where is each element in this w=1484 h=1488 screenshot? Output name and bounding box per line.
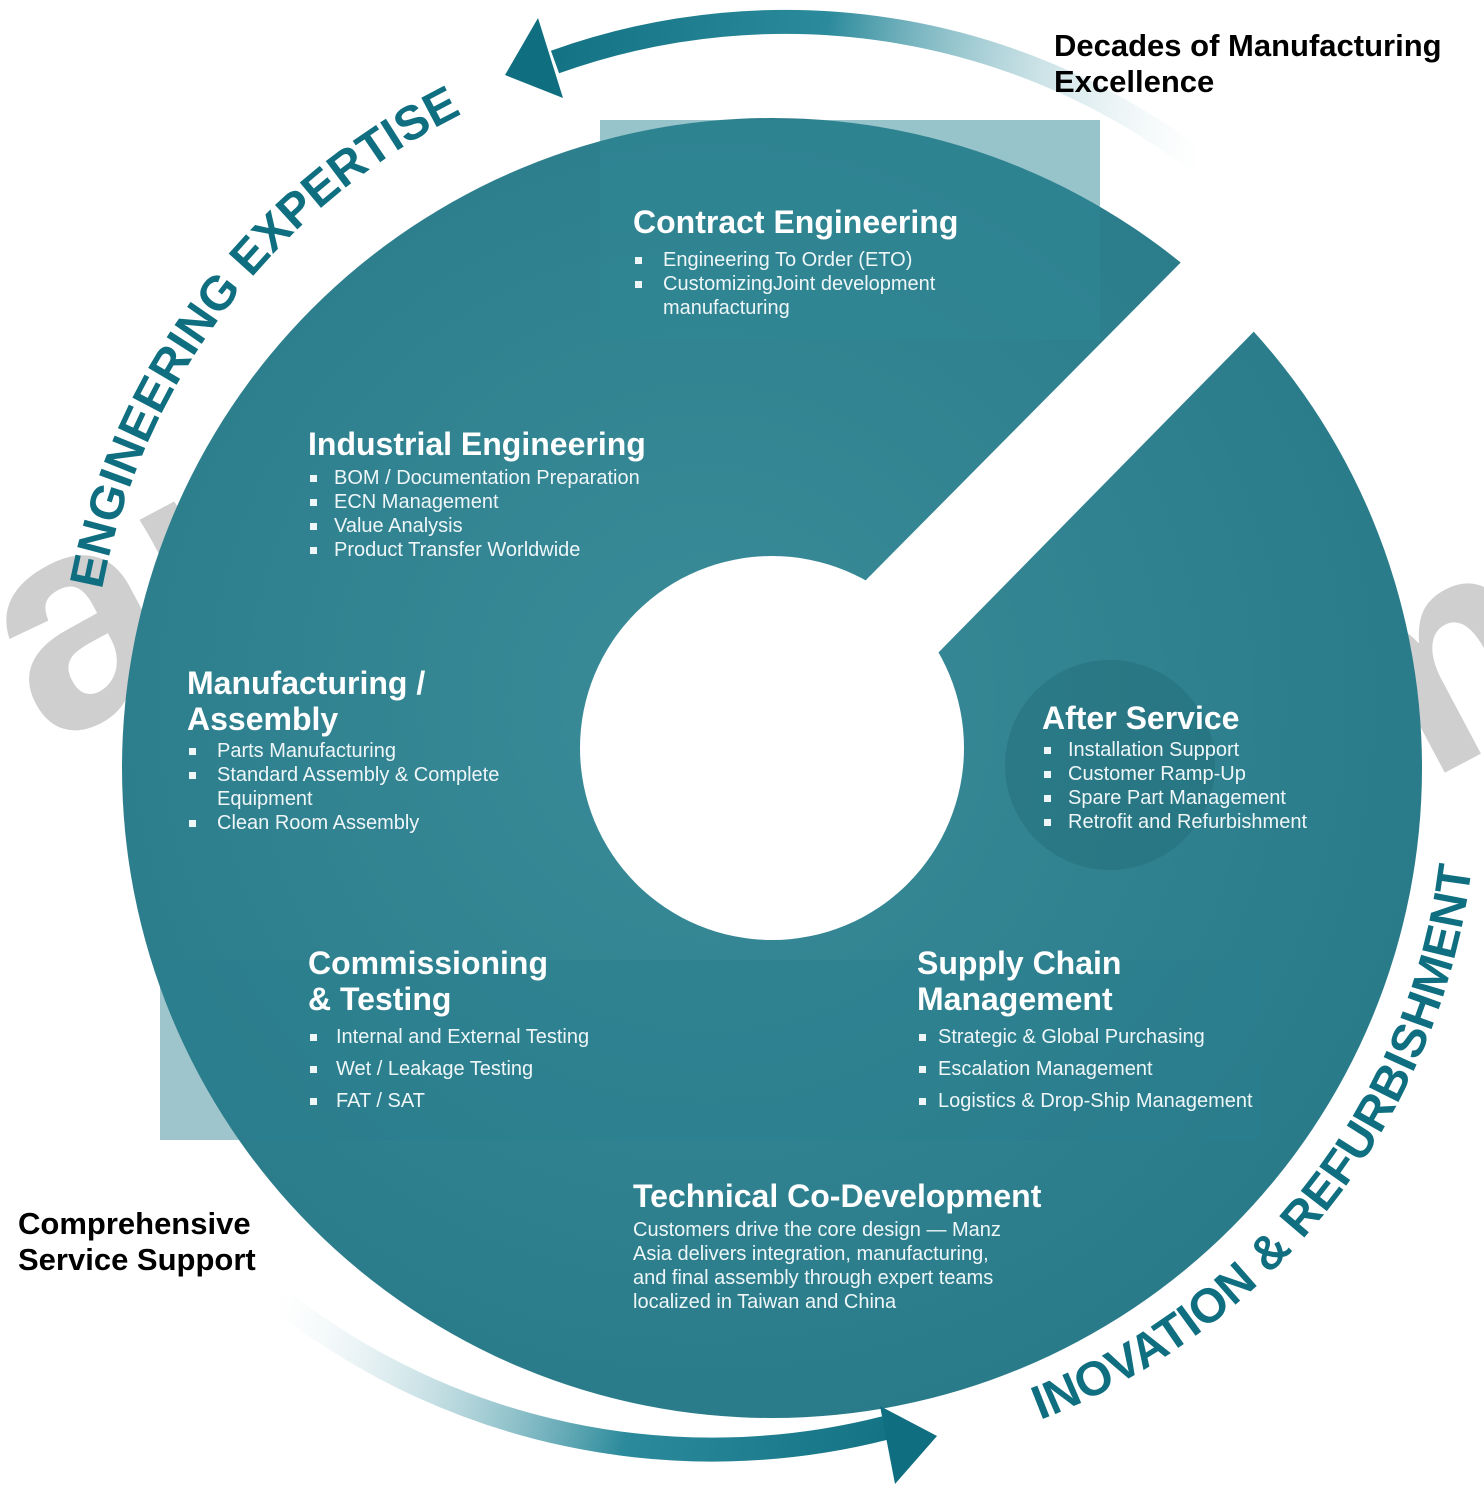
section-supply-chain: Supply Chain Management Strategic & Glob… [917, 945, 1253, 1121]
section-title-line-1: Manufacturing / [187, 665, 426, 701]
section-list: Installation Support Customer Ramp-Up Sp… [1042, 738, 1307, 834]
section-title: Industrial Engineering [308, 426, 646, 462]
arrow-bottom-arc [272, 1290, 888, 1462]
disc-gap [864, 238, 1275, 655]
section-list: Parts Manufacturing Standard Assembly & … [187, 739, 499, 835]
list-item: CustomizingJoint development [633, 272, 958, 296]
section-manufacturing-assembly: Manufacturing / Assembly Parts Manufactu… [187, 665, 499, 835]
list-item: Internal and External Testing [308, 1025, 589, 1049]
list-item: FAT / SAT [308, 1089, 589, 1113]
section-description-line-3: and final assembly through expert teams [633, 1267, 994, 1289]
list-item: Parts Manufacturing [187, 739, 499, 763]
section-list: Engineering To Order (ETO) CustomizingJo… [633, 248, 958, 320]
corner-top-line-2: Excellence [1054, 64, 1215, 99]
list-item: Escalation Management [917, 1057, 1253, 1081]
section-description-line-4: localized in Taiwan and China [633, 1291, 897, 1313]
list-item-continued: Equipment [217, 788, 313, 810]
section-list: BOM / Documentation Preparation ECN Mana… [308, 466, 646, 562]
section-title: Technical Co-Development [633, 1178, 1042, 1214]
photo-overlay-band [160, 960, 1260, 1140]
photo-overlay-top [600, 120, 1100, 340]
section-title: After Service [1042, 700, 1240, 736]
section-industrial-engineering: Industrial Engineering BOM / Documentati… [308, 426, 646, 562]
section-commissioning-testing: Commissioning & Testing Internal and Ext… [308, 945, 589, 1121]
corner-label-top-right: Decades of Manufacturing Excellence [1054, 28, 1442, 100]
section-contract-engineering: Contract Engineering Engineering To Orde… [633, 204, 958, 320]
list-item: Retrofit and Refurbishment [1042, 810, 1307, 834]
section-list: Internal and External Testing Wet / Leak… [308, 1025, 589, 1113]
corner-top-line-1: Decades of Manufacturing [1054, 28, 1442, 63]
list-item: Installation Support [1042, 738, 1307, 762]
list-item: BOM / Documentation Preparation [308, 466, 646, 490]
list-item: Product Transfer Worldwide [308, 538, 646, 562]
list-item: Value Analysis [308, 514, 646, 538]
list-item-continued: manufacturing [663, 297, 790, 319]
list-item: ECN Management [308, 490, 646, 514]
list-item: Spare Part Management [1042, 786, 1307, 810]
arrow-bottom-right-icon [880, 1406, 937, 1484]
corner-bottom-line-2: Service Support [18, 1242, 256, 1277]
list-item: Logistics & Drop-Ship Management [917, 1089, 1253, 1113]
corner-label-bottom-left: Comprehensive Service Support [18, 1206, 256, 1278]
list-item: Clean Room Assembly [187, 811, 499, 835]
section-title-line-1: Commissioning [308, 945, 549, 981]
section-technical-co-development: Technical Co-Development Customers drive… [633, 1178, 1041, 1314]
photo-shadow [1005, 660, 1215, 870]
list-item: Wet / Leakage Testing [308, 1057, 589, 1081]
section-after-service: After Service Installation Support Custo… [1042, 700, 1307, 834]
list-item: Strategic & Global Purchasing [917, 1025, 1253, 1049]
arrow-top-left-icon [505, 18, 563, 98]
center-hole [580, 556, 964, 940]
list-item: Standard Assembly & Complete [187, 763, 499, 787]
corner-bottom-line-1: Comprehensive [18, 1206, 251, 1241]
section-title-line-2: Assembly [187, 701, 339, 737]
arrow-top-arc [550, 9, 1223, 185]
list-item: Engineering To Order (ETO) [633, 248, 958, 272]
section-title-line-2: Management [917, 981, 1113, 1017]
section-title-line-2: & Testing [308, 981, 452, 1017]
section-title-line-1: Supply Chain [917, 945, 1122, 981]
section-list: Strategic & Global Purchasing Escalation… [917, 1025, 1253, 1113]
section-description-line-1: Customers drive the core design — Manz [633, 1219, 1001, 1241]
section-description-line-2: Asia delivers integration, manufacturing… [633, 1243, 989, 1265]
list-item: Customer Ramp-Up [1042, 762, 1307, 786]
section-title: Contract Engineering [633, 204, 959, 240]
